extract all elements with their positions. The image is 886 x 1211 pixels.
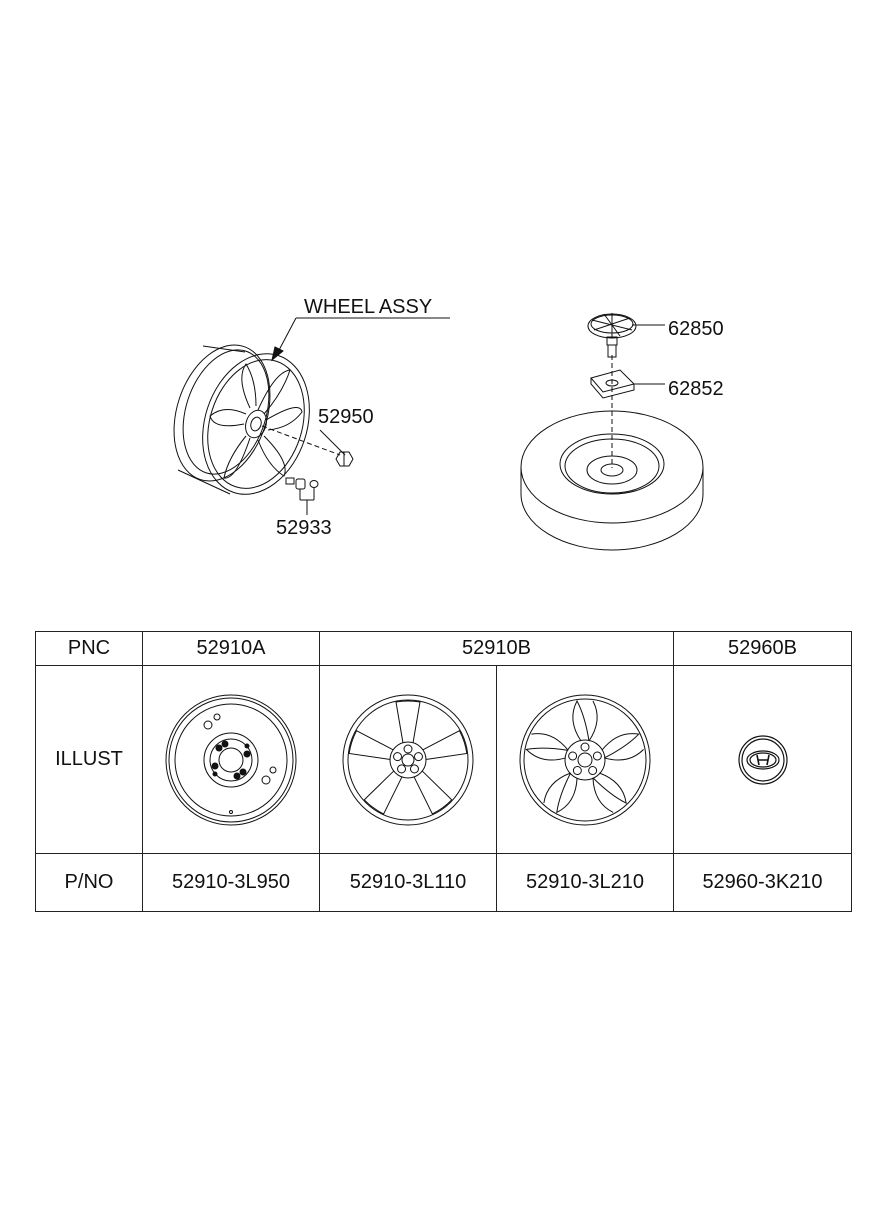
wheel-assy-label: WHEEL ASSY <box>304 296 433 318</box>
table-row: P/NO 52910-3L950 52910-3L110 52910-3L210… <box>35 853 852 912</box>
pnc-header: PNC <box>35 631 143 666</box>
pno-cell: 52960-3K210 <box>673 853 852 912</box>
illust-cell <box>142 665 320 854</box>
pno-header: P/NO <box>35 853 143 912</box>
valve-part-number: 52933 <box>276 517 332 539</box>
steel-wheel-icon <box>165 694 297 825</box>
illust-header: ILLUST <box>35 665 143 854</box>
illust-cell <box>673 665 852 854</box>
pnc-cell: 52910A <box>142 631 320 666</box>
pnc-cell: 52960B <box>673 631 852 666</box>
pno-cell: 52910-3L210 <box>496 853 674 912</box>
illust-cell <box>496 665 674 854</box>
table-row: PNC 52910A 52910B 52960B <box>35 631 852 666</box>
ten-spoke-alloy-wheel-icon <box>519 694 651 825</box>
hold-bolt-part-number: 62850 <box>668 318 724 340</box>
pno-cell: 52910-3L950 <box>142 853 320 912</box>
illust-cell <box>319 665 497 854</box>
nut-part-number: 52950 <box>318 406 374 428</box>
pnc-cell: 52910B <box>319 631 674 666</box>
spare-tire-hold-bolt-icon <box>587 313 637 358</box>
wheel-nut-icon <box>335 451 354 467</box>
wheel-assy-icon <box>173 344 310 495</box>
pno-cell: 52910-3L110 <box>319 853 497 912</box>
bracket-part-number: 62852 <box>668 378 724 400</box>
valve-icon <box>285 477 319 490</box>
table-row: ILLUST <box>35 665 852 854</box>
wheel-center-cap-icon <box>737 734 788 785</box>
exploded-diagram <box>173 313 704 551</box>
five-spoke-alloy-wheel-icon <box>342 694 474 825</box>
parts-table: PNC 52910A 52910B 52960B ILLUST <box>35 631 852 912</box>
